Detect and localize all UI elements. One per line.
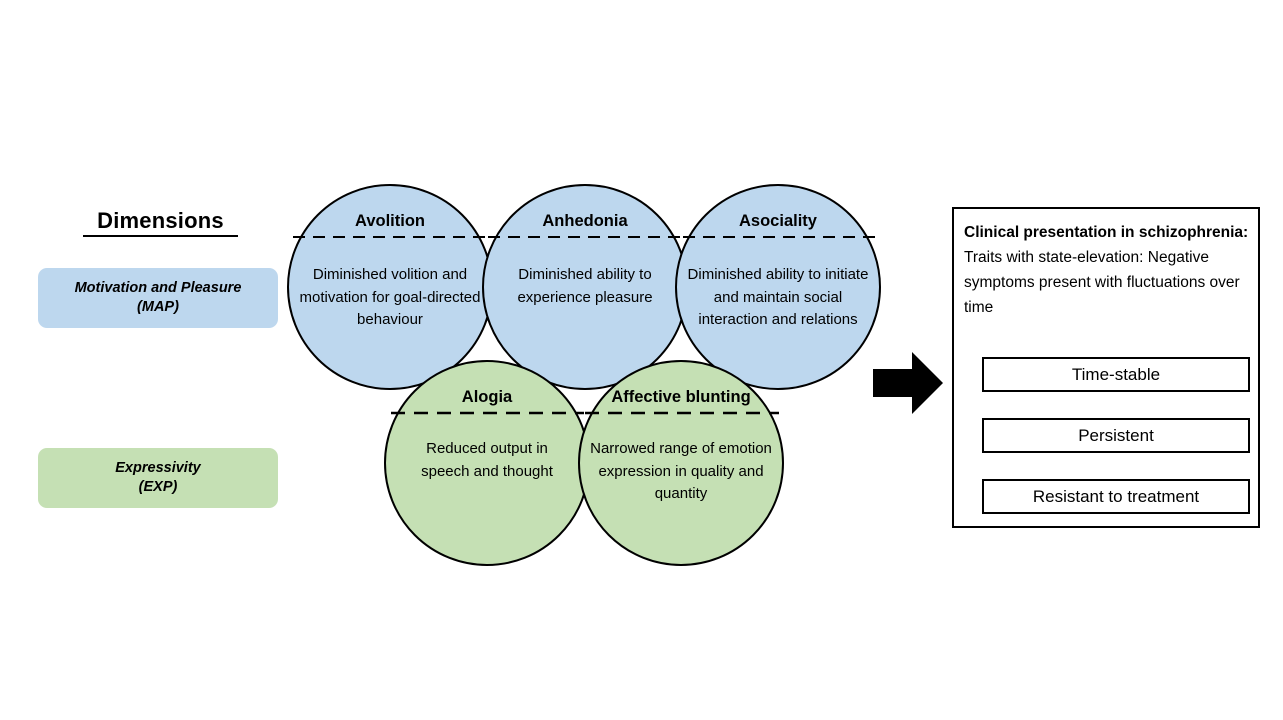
trait-label-resistant-to-treatment: Resistant to treatment (1032, 486, 1200, 506)
dimension-group-exp-name: Expressivity (115, 460, 201, 476)
circle-shape-alogia (384, 360, 590, 566)
trait-box-persistent: Persistent (982, 418, 1250, 453)
trait-label-time-stable: Time-stable (1071, 364, 1161, 384)
circle-shape-asociality (675, 184, 881, 390)
dimension-group-map-name: Motivation and Pleasure (74, 280, 242, 296)
clinical-presentation-text: Clinical presentation in schizophrenia: … (964, 220, 1252, 320)
dimension-group-exp-abbrev: (EXP) (138, 479, 178, 495)
circle-shape-avolition (287, 184, 493, 390)
right-block-arrow-icon (873, 352, 943, 414)
dimension-group-map-abbrev: (MAP) (137, 299, 179, 315)
clinical-presentation-lead: Clinical presentation in schizophrenia: (964, 224, 1249, 241)
dimension-group-exp: Expressivity (EXP) (38, 448, 278, 508)
clinical-presentation-panel: Clinical presentation in schizophrenia: … (952, 207, 1260, 528)
symptom-circle-cluster: Avolition Diminished volition and motiva… (285, 180, 885, 580)
right-arrow (873, 352, 943, 414)
circle-shape-affective-blunting (578, 360, 784, 566)
trait-label-persistent: Persistent (1078, 425, 1154, 445)
dimensions-heading: Dimensions (83, 208, 238, 237)
clinical-presentation-body: Traits with state-elevation: Negative sy… (964, 249, 1240, 316)
circle-shape-anhedonia (482, 184, 688, 390)
trait-box-resistant-to-treatment: Resistant to treatment (982, 479, 1250, 514)
dimension-group-map: Motivation and Pleasure (MAP) (38, 268, 278, 328)
trait-box-time-stable: Time-stable (982, 357, 1250, 392)
